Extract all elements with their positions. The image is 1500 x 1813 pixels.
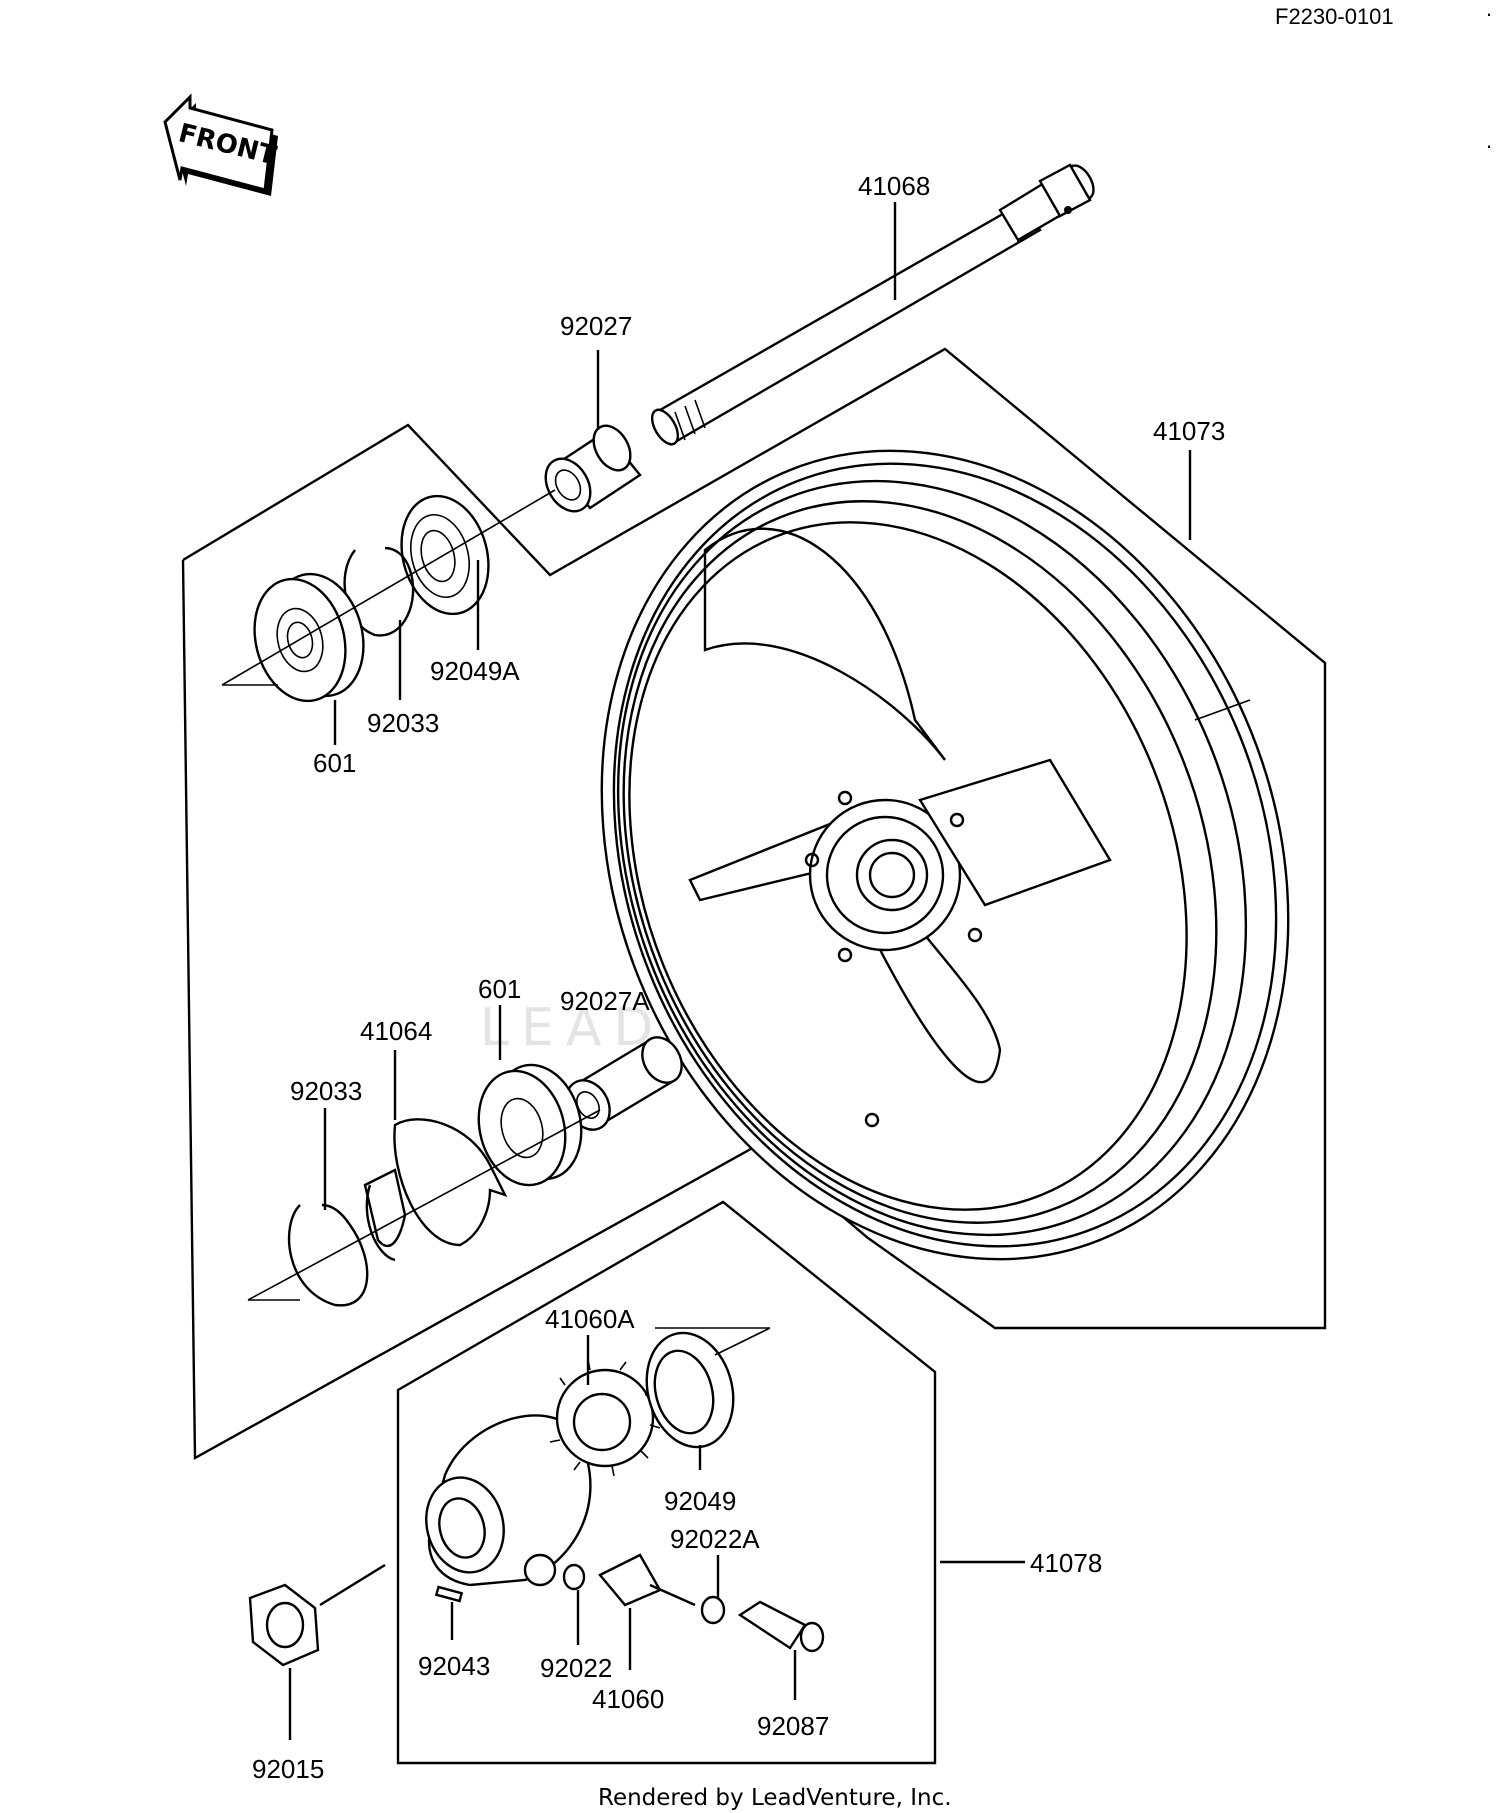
margin-mark-2: . — [1486, 128, 1492, 153]
leader-lines — [288, 202, 1192, 1740]
label-92022A: 92022A — [670, 1524, 760, 1554]
pinion-gear-icon — [549, 1359, 661, 1477]
speedo-group-outline — [396, 1200, 937, 1765]
label-92022: 92022 — [540, 1653, 612, 1683]
front-arrow-icon: FRONT — [163, 93, 279, 196]
label-92087: 92087 — [757, 1711, 829, 1741]
label-92027A: 92027A — [560, 986, 650, 1016]
label-41068: 41068 — [858, 171, 930, 201]
label-41064: 41064 — [360, 1016, 432, 1046]
gear-housing-icon — [425, 1414, 592, 1587]
axis-line-right — [247, 1109, 601, 1301]
label-92049: 92049 — [664, 1486, 736, 1516]
collar-left-icon — [544, 424, 642, 513]
bearing-left-icon — [253, 572, 365, 703]
speedo-shaft-icon — [598, 1553, 696, 1607]
label-601-right: 601 — [478, 974, 521, 1004]
collar-right-icon — [565, 1036, 683, 1131]
axle-nut-icon — [248, 1583, 320, 1667]
label-41060: 41060 — [592, 1684, 664, 1714]
washer-small-icon — [700, 1595, 726, 1625]
label-92033-right: 92033 — [290, 1076, 362, 1106]
label-41060A: 41060A — [545, 1304, 635, 1334]
label-601-left: 601 — [313, 748, 356, 778]
pin-icon — [434, 1585, 464, 1603]
meter-clutch-icon — [363, 1118, 508, 1262]
label-92015: 92015 — [252, 1754, 324, 1784]
diagram-code: F2230-0101 — [1275, 4, 1394, 29]
bushing-icon — [737, 1600, 825, 1653]
label-41078: 41078 — [1030, 1548, 1102, 1578]
wheel-icon — [600, 449, 1290, 1261]
bearing-right-icon — [477, 1063, 583, 1187]
footer-credit: Rendered by LeadVenture, Inc. — [598, 1785, 952, 1811]
axle-icon — [650, 163, 1095, 447]
label-92049A: 92049A — [430, 656, 520, 686]
label-92043: 92043 — [418, 1651, 490, 1681]
hub-group-outline — [181, 347, 1327, 1461]
axis-line-left — [221, 489, 556, 686]
oil-seal-gear-icon — [645, 1331, 735, 1449]
margin-mark-1: . — [1486, 0, 1492, 21]
circlip-right-icon — [287, 1203, 369, 1307]
label-92027: 92027 — [560, 311, 632, 341]
label-92033-left: 92033 — [367, 708, 439, 738]
washer-icon — [562, 1563, 586, 1591]
label-41073: 41073 — [1153, 416, 1225, 446]
